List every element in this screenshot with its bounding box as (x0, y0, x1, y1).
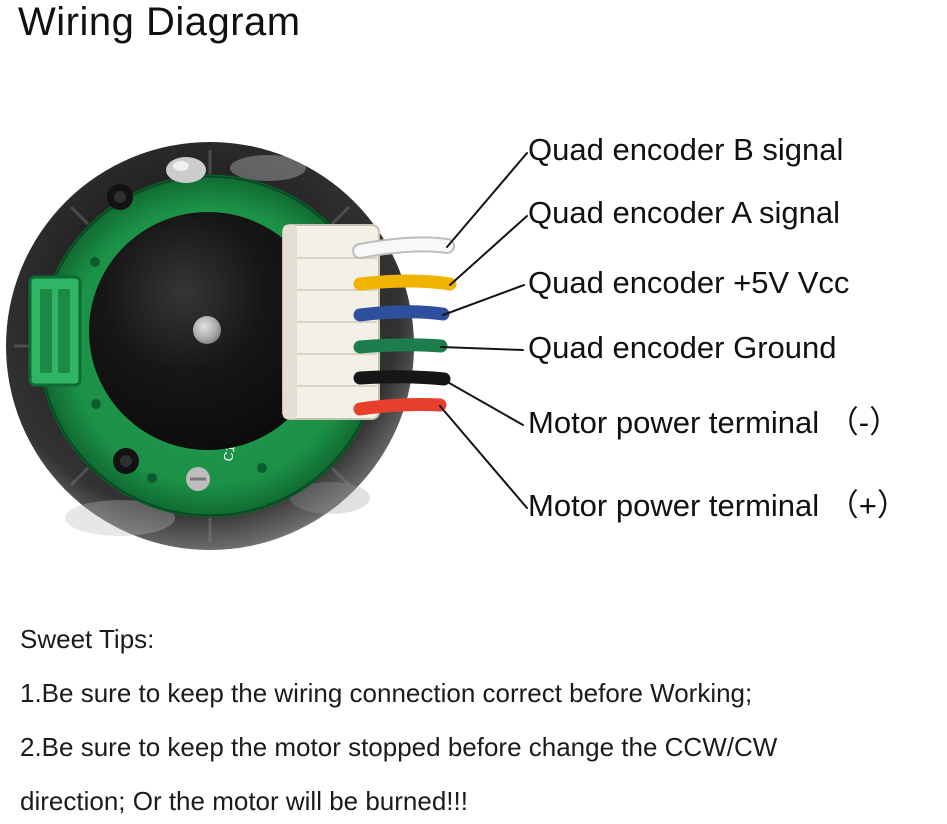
pointer-lines (439, 152, 528, 509)
standoff-top-icon (107, 184, 133, 210)
label-encoder-b-signal: Quad encoder B signal (528, 132, 844, 167)
metal-highlights (65, 155, 370, 536)
label-motor-terminal-positive: Motor power terminal （+） (528, 488, 908, 523)
encoder-b-wire (354, 238, 453, 257)
pcb-vias (90, 257, 267, 483)
label-encoder-5v-vcc: Quad encoder +5V Vcc (528, 265, 850, 300)
label-motor-terminal-negative: Motor power terminal （-） (528, 405, 901, 440)
motor-negative-wire (353, 370, 451, 386)
tips-section: Sweet Tips: 1.Be sure to keep the wiring… (20, 612, 920, 824)
screw-bottom-icon (186, 467, 210, 491)
label-encoder-a-signal: Quad encoder A signal (528, 195, 840, 230)
motor-shaft-icon (193, 316, 221, 344)
tip-line-1: 1.Be sure to keep the wiring connection … (20, 678, 753, 708)
tip-line-2: 2.Be sure to keep the motor stopped befo… (20, 732, 778, 762)
label-encoder-ground: Quad encoder Ground (528, 330, 837, 365)
standoff-bottom-icon (113, 448, 139, 474)
wires (352, 236, 457, 416)
tips-heading: Sweet Tips: (20, 624, 155, 654)
terminal-block (28, 275, 82, 387)
motor-positive-wire (353, 398, 447, 416)
encoder-ground-wire (353, 338, 448, 354)
encoder-a-wire (353, 274, 457, 291)
encoder-5v-wire (353, 305, 450, 322)
tip-line-3: direction; Or the motor will be burned!!… (20, 786, 468, 816)
solder-tab-icon (166, 157, 206, 183)
page-title: Wiring Diagram (18, 0, 301, 44)
motor-body (89, 212, 327, 450)
